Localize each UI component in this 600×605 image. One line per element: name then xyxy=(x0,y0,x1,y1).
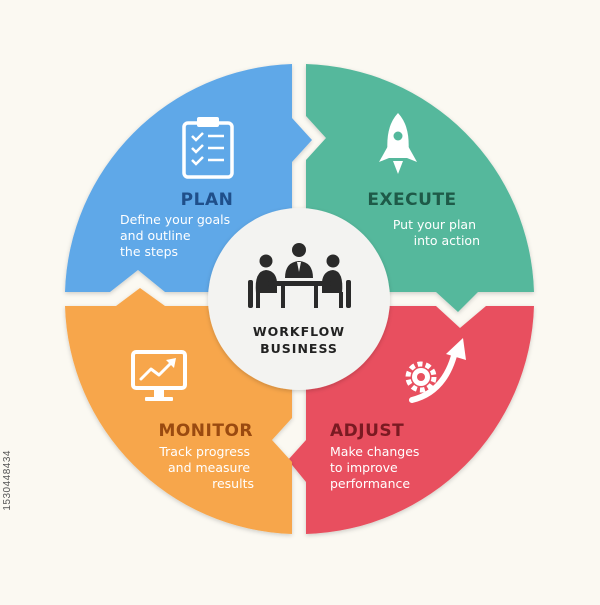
monitor-title: MONITOR xyxy=(158,421,253,441)
plan-description: Define your goals and outline the steps xyxy=(120,212,234,259)
center-hub: WORKFLOW BUSINESS xyxy=(208,208,390,390)
monitor-desc-line: Track progress xyxy=(158,444,250,459)
execute-description: Put your plan into action xyxy=(393,217,480,248)
monitor-description: Track progress and measure results xyxy=(158,444,254,491)
monitor-desc-line: and measure xyxy=(168,460,250,475)
plan-desc-line: Define your goals xyxy=(120,212,230,227)
execute-desc-line: into action xyxy=(414,233,480,248)
adjust-title: ADJUST xyxy=(330,421,404,441)
execute-desc-line: Put your plan xyxy=(393,217,476,232)
plan-desc-line: and outline xyxy=(120,228,191,243)
adjust-desc-line: performance xyxy=(330,476,410,491)
monitor-chart-icon xyxy=(131,350,187,401)
gear-arrow-icon xyxy=(405,338,466,403)
execute-title: EXECUTE xyxy=(367,190,456,210)
center-label-line1: WORKFLOW xyxy=(253,324,345,339)
stock-id-label: 1530448434 xyxy=(2,450,13,511)
meeting-table-icon xyxy=(248,243,351,308)
adjust-desc-line: to improve xyxy=(330,460,398,475)
rocket-icon xyxy=(379,113,417,174)
center-circle xyxy=(208,208,390,390)
adjust-description: Make changes to improve performance xyxy=(330,444,423,491)
monitor-desc-line: results xyxy=(212,476,254,491)
center-label-line2: BUSINESS xyxy=(260,341,338,356)
plan-desc-line: the steps xyxy=(120,244,178,259)
clipboard-checklist-icon xyxy=(182,117,234,179)
adjust-desc-line: Make changes xyxy=(330,444,419,459)
plan-title: PLAN xyxy=(181,190,234,210)
